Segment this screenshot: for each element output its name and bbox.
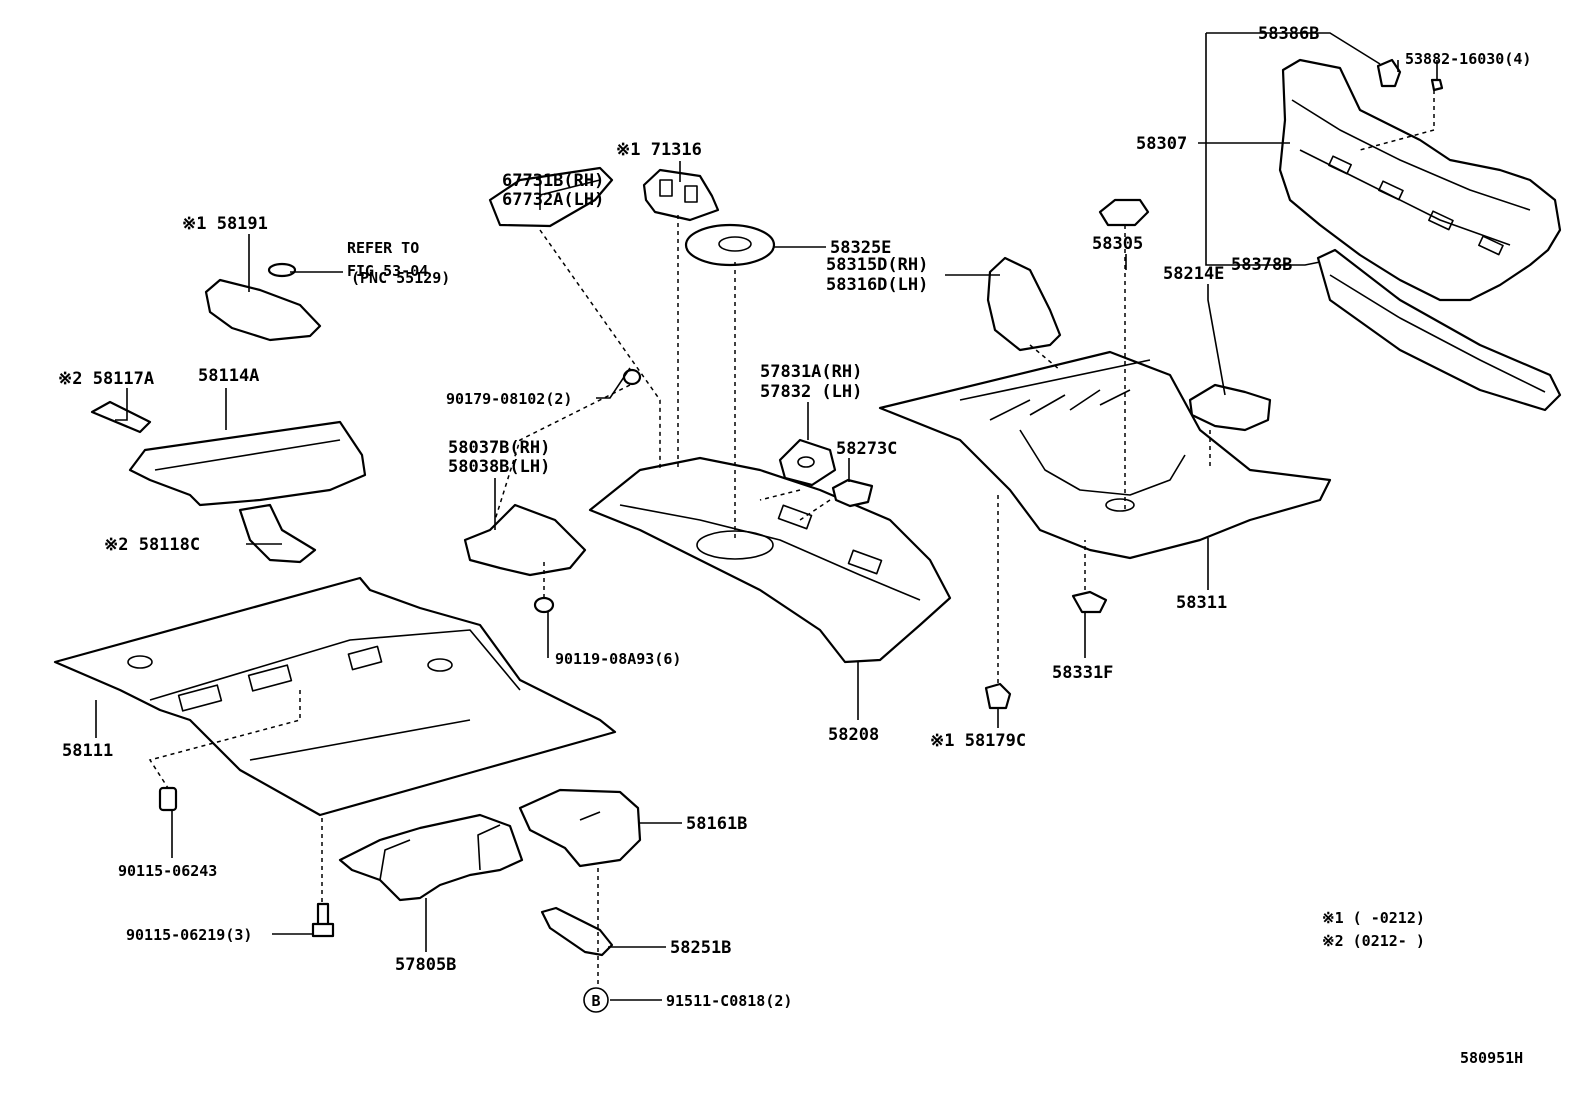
label-58179C: ※1 58179C [930,731,1026,751]
label-71316: ※1 71316 [616,140,702,160]
label-58386B: 58386B [1258,24,1319,44]
label-58114A: 58114A [198,366,259,386]
label-53882-16030: 53882-16030(4) [1405,50,1531,68]
label-58307: 58307 [1136,134,1187,154]
bracket-58305 [1098,198,1150,227]
bracket-58251B [540,906,614,957]
bracket-58037B [463,503,587,577]
label-58214E: 58214E [1163,264,1224,284]
bracket-57805B [338,813,524,902]
rear-panel-58307 [1278,58,1562,302]
label-90115-06243: 90115-06243 [118,862,217,880]
bracket-58117A [90,400,152,434]
label-58331F: 58331F [1052,663,1113,683]
note-2: ※2 (0212- ) [1322,932,1425,950]
member-58114A [128,420,367,507]
label-58251B: 58251B [670,938,731,958]
label-58378B: 58378B [1231,255,1292,275]
label-58273C: 58273C [836,439,897,459]
pad-55129 [267,262,297,278]
b-marker: B [583,987,609,1013]
bolt-90115-06219 [311,902,335,938]
label-58305: 58305 [1092,234,1143,254]
label-90119-08A93: 90119-08A93(6) [555,650,681,668]
front-floor-58111 [53,576,617,817]
label-90115-06219: 90115-06219(3) [126,926,252,944]
bolt-90119 [533,596,555,614]
label-57832: 57832 (LH) [760,382,862,402]
center-floor-58208 [588,456,952,664]
label-58037B: 58037B(RH) [448,438,550,458]
label-58117A: ※2 58117A [58,369,154,389]
bracket-58118C [238,503,317,564]
bracket-58191 [204,278,322,342]
svg-text:B: B [591,992,600,1010]
label-pnc-55129: (PNC 55129) [351,269,450,287]
plate-58273C [831,478,874,508]
bracket-58161B [518,788,642,868]
reinforcement-58378B [1316,248,1562,412]
label-fig-53-04: FIG 53-04 [347,262,428,280]
label-58161B: 58161B [686,814,747,834]
label-58191: ※1 58191 [182,214,268,234]
label-58118C: ※2 58118C [104,535,200,555]
label-57805B: 57805B [395,955,456,975]
label-58311: 58311 [1176,593,1227,613]
trim-67731B [488,166,614,228]
label-58208: 58208 [828,725,879,745]
rear-floor-pan-58311 [878,350,1332,560]
label-91511-C0818: 91511-C0818(2) [666,992,792,1010]
label-58316D: 58316D(LH) [826,275,928,295]
bracket-71316 [642,168,720,222]
label-58315D: 58315D(RH) [826,255,928,275]
label-58325E: 58325E [830,238,891,258]
bracket-58179C [984,682,1012,710]
bracket-58386B [1376,58,1444,92]
label-67732A: 67732A(LH) [502,190,604,210]
label-67731B: 67731B(RH) [502,171,604,191]
label-refer-to: REFER TO [347,239,419,257]
grommet-58325E [684,223,776,267]
label-90179-08102: 90179-08102(2) [446,390,572,408]
bracket-58214E [1188,383,1272,432]
bracket-58331F [1071,590,1108,614]
side-bracket-58315D [986,256,1062,352]
plug-90115-06243 [158,786,178,812]
label-57831A: 57831A(RH) [760,362,862,382]
pad-57831A [778,438,837,487]
label-58111: 58111 [62,741,113,761]
label-58038B: 58038B(LH) [448,457,550,477]
note-1: ※1 ( -0212) [1322,909,1425,927]
figure-code: 580951H [1460,1049,1523,1067]
